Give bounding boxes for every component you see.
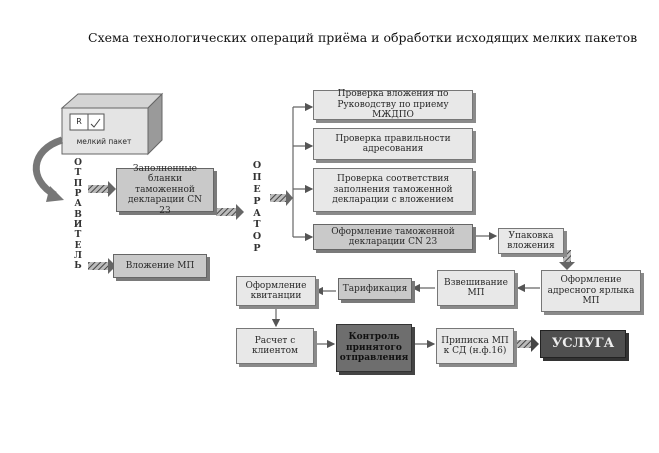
vertical-letter: А — [253, 207, 261, 219]
box-enclosure: Вложение МП — [113, 254, 207, 278]
vertical-letter: Л — [74, 251, 82, 262]
vertical-letter: Р — [74, 189, 82, 200]
box-filled-forms: Заполненные бланки таможенной декларации… — [116, 164, 214, 216]
box-control: Контроль принятого отправления — [336, 324, 412, 372]
device-label: мелкий пакет — [76, 136, 132, 146]
vertical-letter: А — [74, 199, 82, 210]
box-receipt: Оформление квитанции — [236, 276, 316, 306]
vertical-letter: Р — [253, 195, 261, 207]
vertical-letter: Р — [253, 243, 261, 255]
vertical-letter: Т — [74, 168, 82, 179]
box-service: УСЛУГА — [540, 330, 626, 358]
box-customs-decl: Оформление таможенной декларации CN 23 — [313, 224, 473, 250]
box-check-address: Проверка правильности адресования — [313, 128, 473, 160]
diagram-title: Схема технологических операций приёма и … — [88, 30, 638, 45]
vertical-letter: Ь — [74, 261, 82, 272]
box-weighing: Взвешивание МП — [437, 270, 515, 306]
vertical-letter: П — [73, 178, 83, 189]
vertical-letter: Т — [253, 219, 261, 231]
vertical-letter: Е — [253, 183, 261, 195]
box-attach: Приписка МП к СД (н.ф.16) — [436, 328, 514, 364]
parcel-device-icon — [60, 92, 164, 156]
vertical-letter: И — [73, 220, 83, 231]
box-packing: Упаковка вложения — [498, 228, 564, 254]
vertical-letter: О — [252, 231, 262, 243]
box-tariff: Тарификация — [338, 278, 412, 300]
vertical-letter: Т — [74, 230, 82, 241]
vertical-letter: В — [74, 209, 82, 220]
box-check-customs: Проверка соответствия заполнения таможен… — [313, 168, 473, 212]
vertical-letter: Е — [74, 240, 82, 251]
box-address-label: Оформление адресного ярлыка МП — [541, 270, 641, 312]
vertical-letter: П — [252, 171, 262, 183]
box-check-enclosure: Проверка вложения по Руководству по прие… — [313, 89, 473, 120]
device-screen-text: R — [76, 117, 82, 127]
box-payment: Расчет с клиентом — [236, 328, 314, 364]
vertical-letter: О — [74, 158, 82, 168]
vertical-letter: О — [252, 160, 262, 171]
